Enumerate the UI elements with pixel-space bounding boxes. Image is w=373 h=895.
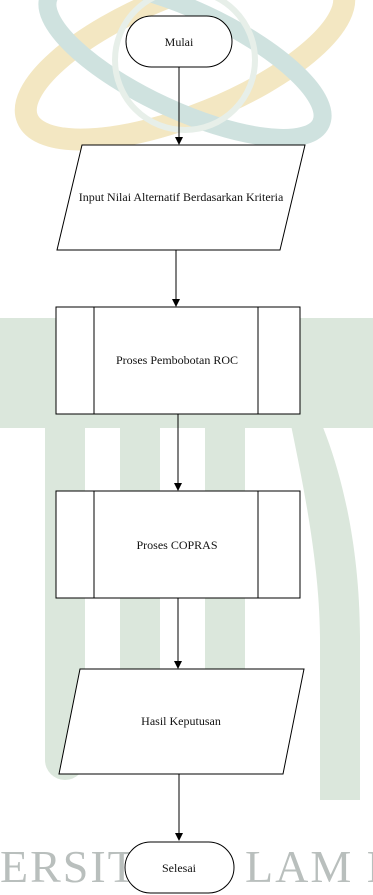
output-node-label: Hasil Keputusan [141,714,221,728]
output-node: Hasil Keputusan [59,669,304,774]
start-terminal: Mulai [126,16,232,67]
process-copras-node: Proses COPRAS [56,491,300,598]
watermark-text-left: ERSIT [0,841,138,892]
watermark-text-right: LAM N [245,841,373,892]
process-roc-node: Proses Pembobotan ROC [56,307,300,414]
process-copras-label: Proses COPRAS [136,538,217,552]
end-terminal-label: Selesai [162,861,197,875]
input-node-label: Input Nilai Alternatif Berdasarkan Krite… [79,190,284,204]
input-node: Input Nilai Alternatif Berdasarkan Krite… [57,145,305,250]
start-terminal-label: Mulai [165,35,194,49]
end-terminal: Selesai [125,842,234,893]
process-roc-label: Proses Pembobotan ROC [116,353,238,367]
